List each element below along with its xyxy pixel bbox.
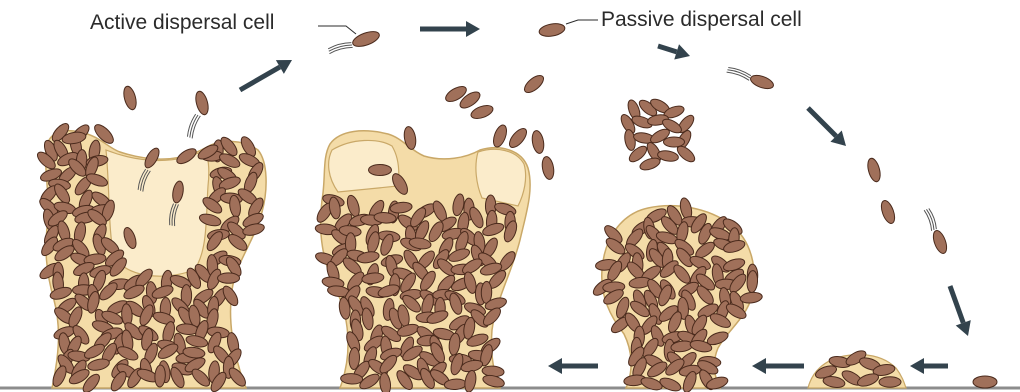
passive-dispersal-cell	[538, 22, 566, 38]
dispersing-cell	[122, 85, 139, 111]
released-cell	[506, 126, 529, 151]
motile-cell	[931, 229, 950, 255]
released-cell	[522, 72, 547, 95]
floating-cluster-cell	[675, 143, 698, 164]
active-dispersal-label: Active dispersal cell	[90, 12, 274, 33]
arrow-up-right-shaft	[240, 67, 280, 90]
flagellum	[929, 208, 937, 229]
released-cell	[531, 130, 546, 155]
arrow-down-right-shaft	[808, 108, 836, 136]
arrow-left-2-head	[752, 358, 766, 374]
flagellum	[926, 209, 934, 230]
arrow-down-shaft	[950, 286, 963, 323]
released-cell	[369, 165, 392, 176]
released-cell	[491, 123, 509, 148]
motile-cell	[866, 157, 883, 183]
flagellum	[187, 114, 195, 137]
flagellum	[190, 115, 198, 138]
released-cell	[541, 156, 556, 181]
motile-cell	[749, 73, 775, 92]
arrow-left-1-head	[910, 358, 924, 374]
motile-cell	[879, 199, 898, 225]
attaching-cell	[973, 376, 997, 388]
flagellum	[924, 210, 932, 231]
passive-label-leader	[566, 20, 598, 24]
flagellum	[727, 70, 750, 78]
settling-cell	[879, 377, 901, 387]
flagellum	[727, 72, 750, 80]
flagellum	[329, 47, 352, 53]
arrow-passive-right-shaft	[658, 46, 677, 52]
floating-cluster-cell	[638, 156, 661, 173]
dispersing-cell	[194, 90, 211, 116]
active-dispersal-cell	[351, 29, 381, 50]
flagellum	[728, 67, 751, 75]
passive-dispersal-label: Passive dispersal cell	[601, 9, 802, 30]
arrow-top-right-head	[466, 21, 480, 37]
floating-cluster-cell	[664, 137, 685, 147]
flagellum	[192, 116, 200, 139]
arrow-left-3-head	[548, 358, 562, 374]
biofilm-1-cell	[218, 273, 240, 283]
biofilm-2-inner-fold-right	[476, 149, 526, 206]
active-label-leader	[318, 26, 356, 34]
released-cell	[469, 103, 494, 121]
